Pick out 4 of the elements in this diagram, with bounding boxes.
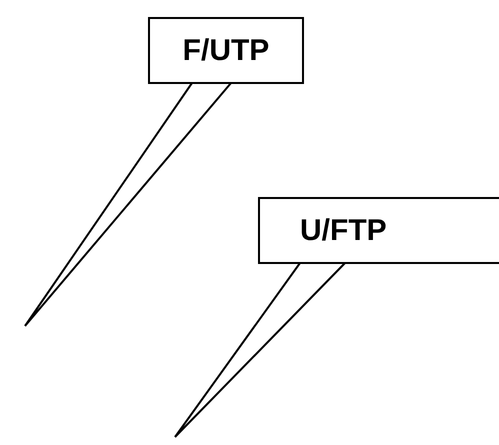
callout-box (258, 197, 499, 264)
callout-label: F/UTP (182, 34, 270, 68)
callout-box (148, 17, 304, 84)
callout-label: U/FTP (300, 214, 387, 248)
